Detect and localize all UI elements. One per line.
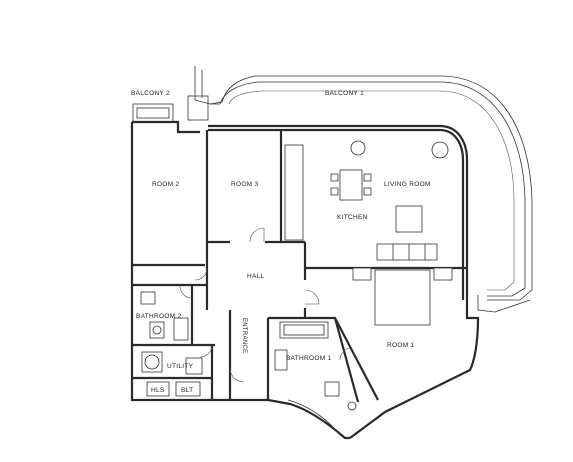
balcony-1-label: BALCONY 1: [325, 90, 364, 97]
room-1-label: ROOM 1: [387, 342, 415, 349]
blt-label: BLT: [181, 387, 193, 394]
utility-label: UTILITY: [167, 363, 194, 370]
balcony-2: [132, 95, 209, 123]
bathroom-1-label: BATHROOM 1: [286, 355, 332, 362]
door-swings: [179, 227, 351, 383]
fixtures: [140, 140, 453, 411]
hall-label: HALL: [247, 273, 265, 280]
living-room-label: LIVING ROOM: [384, 181, 431, 188]
kitchen-label: KITCHEN: [337, 214, 368, 221]
balcony-2-label: BALCONY 2: [131, 90, 170, 97]
hls-label: HLS: [151, 387, 165, 394]
interior-walls: [132, 130, 467, 403]
room-2-label: ROOM 2: [152, 181, 180, 188]
entrance-label: ENTRANCE: [241, 318, 247, 353]
bathroom-2-label: BATHROOM 2: [136, 313, 182, 320]
room-3-label: ROOM 3: [231, 181, 259, 188]
outer-walls: [130, 120, 480, 440]
